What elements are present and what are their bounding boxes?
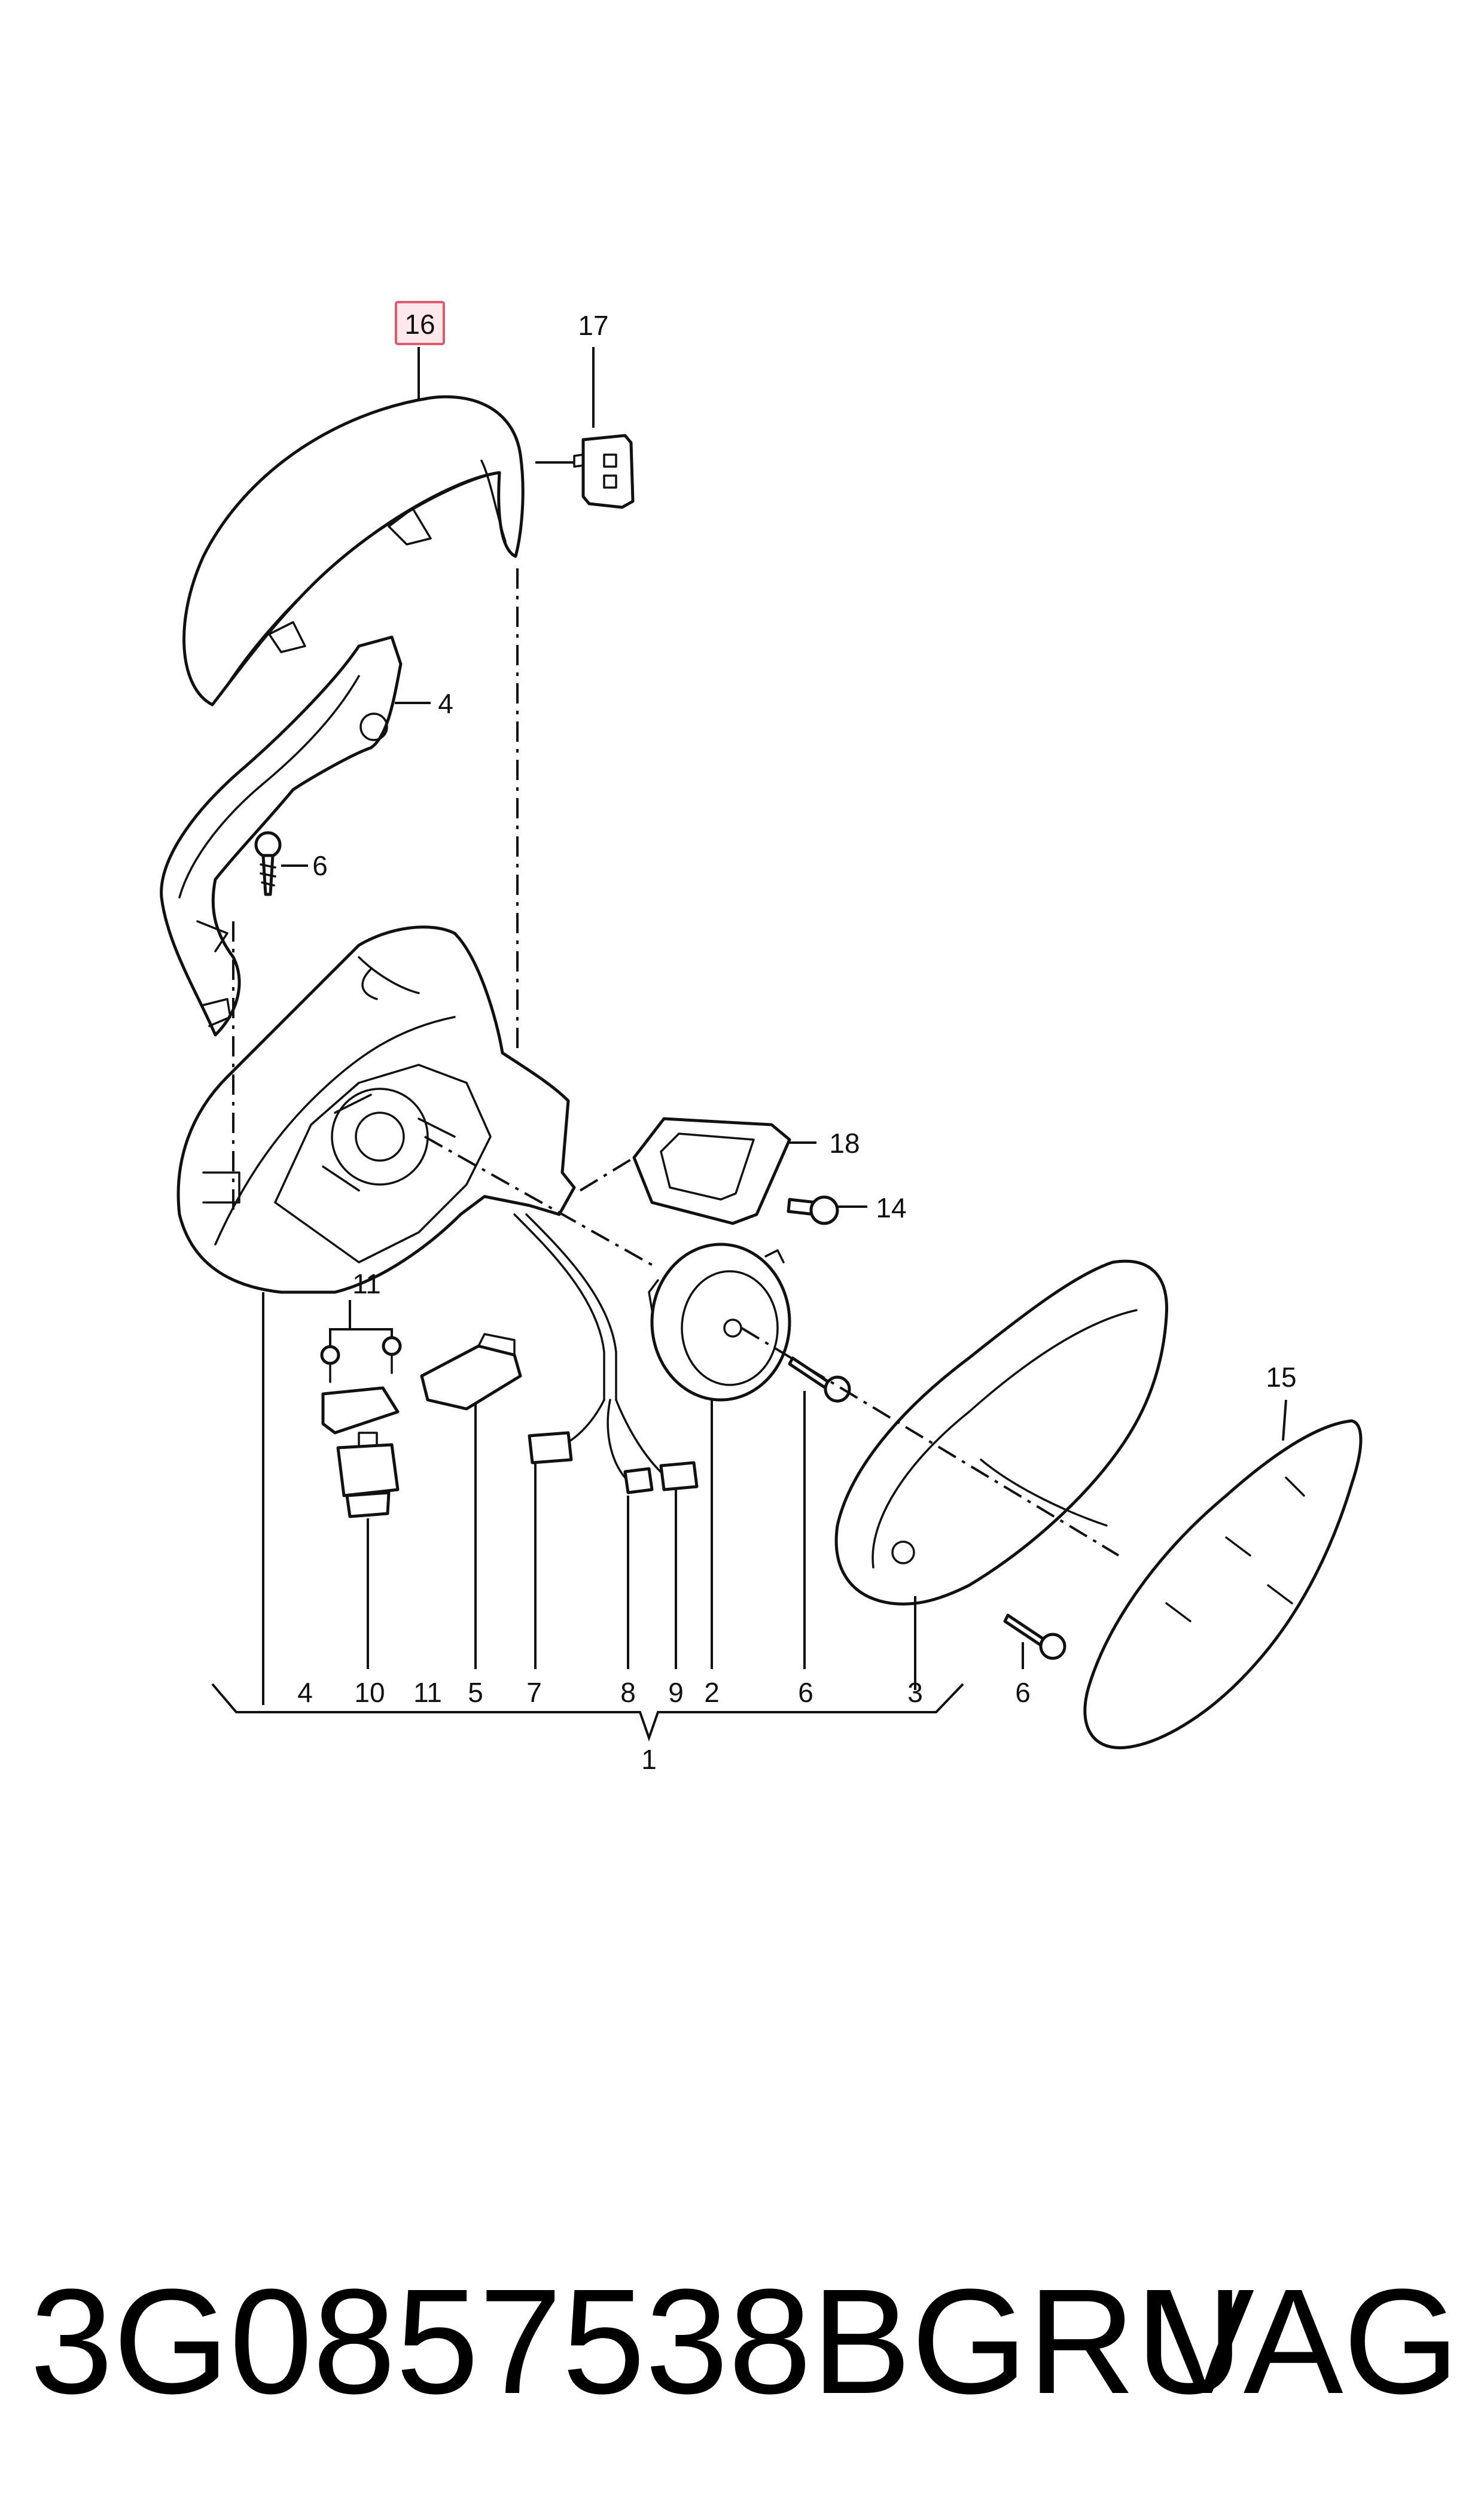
callout-11-top[interactable]: 11 <box>352 1268 381 1299</box>
callout-15[interactable]: 15 <box>1266 1362 1296 1393</box>
callout-6-top[interactable]: 6 <box>312 850 328 881</box>
screw-part[interactable] <box>787 1195 839 1225</box>
callout-17[interactable]: 17 <box>578 310 608 341</box>
wiring-harness-part[interactable] <box>513 1213 699 1494</box>
callout-row-5[interactable]: 5 <box>468 1677 483 1708</box>
screw-part[interactable] <box>788 1356 851 1403</box>
brand-text: VAG <box>1155 2258 1459 2425</box>
mirror-cap-part[interactable] <box>182 395 525 707</box>
callout-row-10[interactable]: 10 <box>354 1677 385 1708</box>
mirror-glass-part[interactable] <box>1083 1419 1363 1749</box>
callout-row-6[interactable]: 6 <box>798 1677 813 1708</box>
screws-bracket-part[interactable] <box>320 1336 402 1435</box>
screw-part[interactable] <box>1003 1613 1066 1660</box>
actuator-part[interactable] <box>336 1432 400 1518</box>
turn-signal-strip-part[interactable] <box>160 635 403 1037</box>
bezel-part[interactable] <box>632 1117 791 1225</box>
callout-18[interactable]: 18 <box>829 1128 860 1159</box>
screw-part[interactable] <box>254 831 282 896</box>
callout-14[interactable]: 14 <box>876 1192 906 1223</box>
callout-1[interactable]: 1 <box>641 1744 657 1775</box>
mirror-housing-part[interactable] <box>176 925 576 1294</box>
callout-row-7[interactable]: 7 <box>526 1677 542 1708</box>
callout-row-11[interactable]: 11 <box>413 1677 442 1708</box>
glass-carrier-part[interactable] <box>834 1259 1168 1606</box>
callout-6-right[interactable]: 6 <box>1015 1677 1031 1708</box>
callout-row-2[interactable]: 2 <box>704 1677 720 1708</box>
leader-lines <box>211 347 1287 1742</box>
sensor-part[interactable] <box>420 1333 522 1411</box>
highlight-box <box>395 301 445 345</box>
callout-16[interactable]: 16 <box>404 309 435 340</box>
part-number-text: 3G0857538BGRU <box>30 2258 1244 2425</box>
callout-row-4[interactable]: 4 <box>297 1677 313 1708</box>
callout-4-top[interactable]: 4 <box>438 688 453 719</box>
callout-row-9[interactable]: 9 <box>668 1677 684 1708</box>
callout-row-3[interactable]: 3 <box>907 1677 923 1708</box>
callout-row-8[interactable]: 8 <box>620 1677 636 1708</box>
clip-part[interactable] <box>573 434 635 509</box>
adjustment-motor-part[interactable] <box>648 1243 791 1402</box>
alignment-lines <box>232 568 1120 1557</box>
